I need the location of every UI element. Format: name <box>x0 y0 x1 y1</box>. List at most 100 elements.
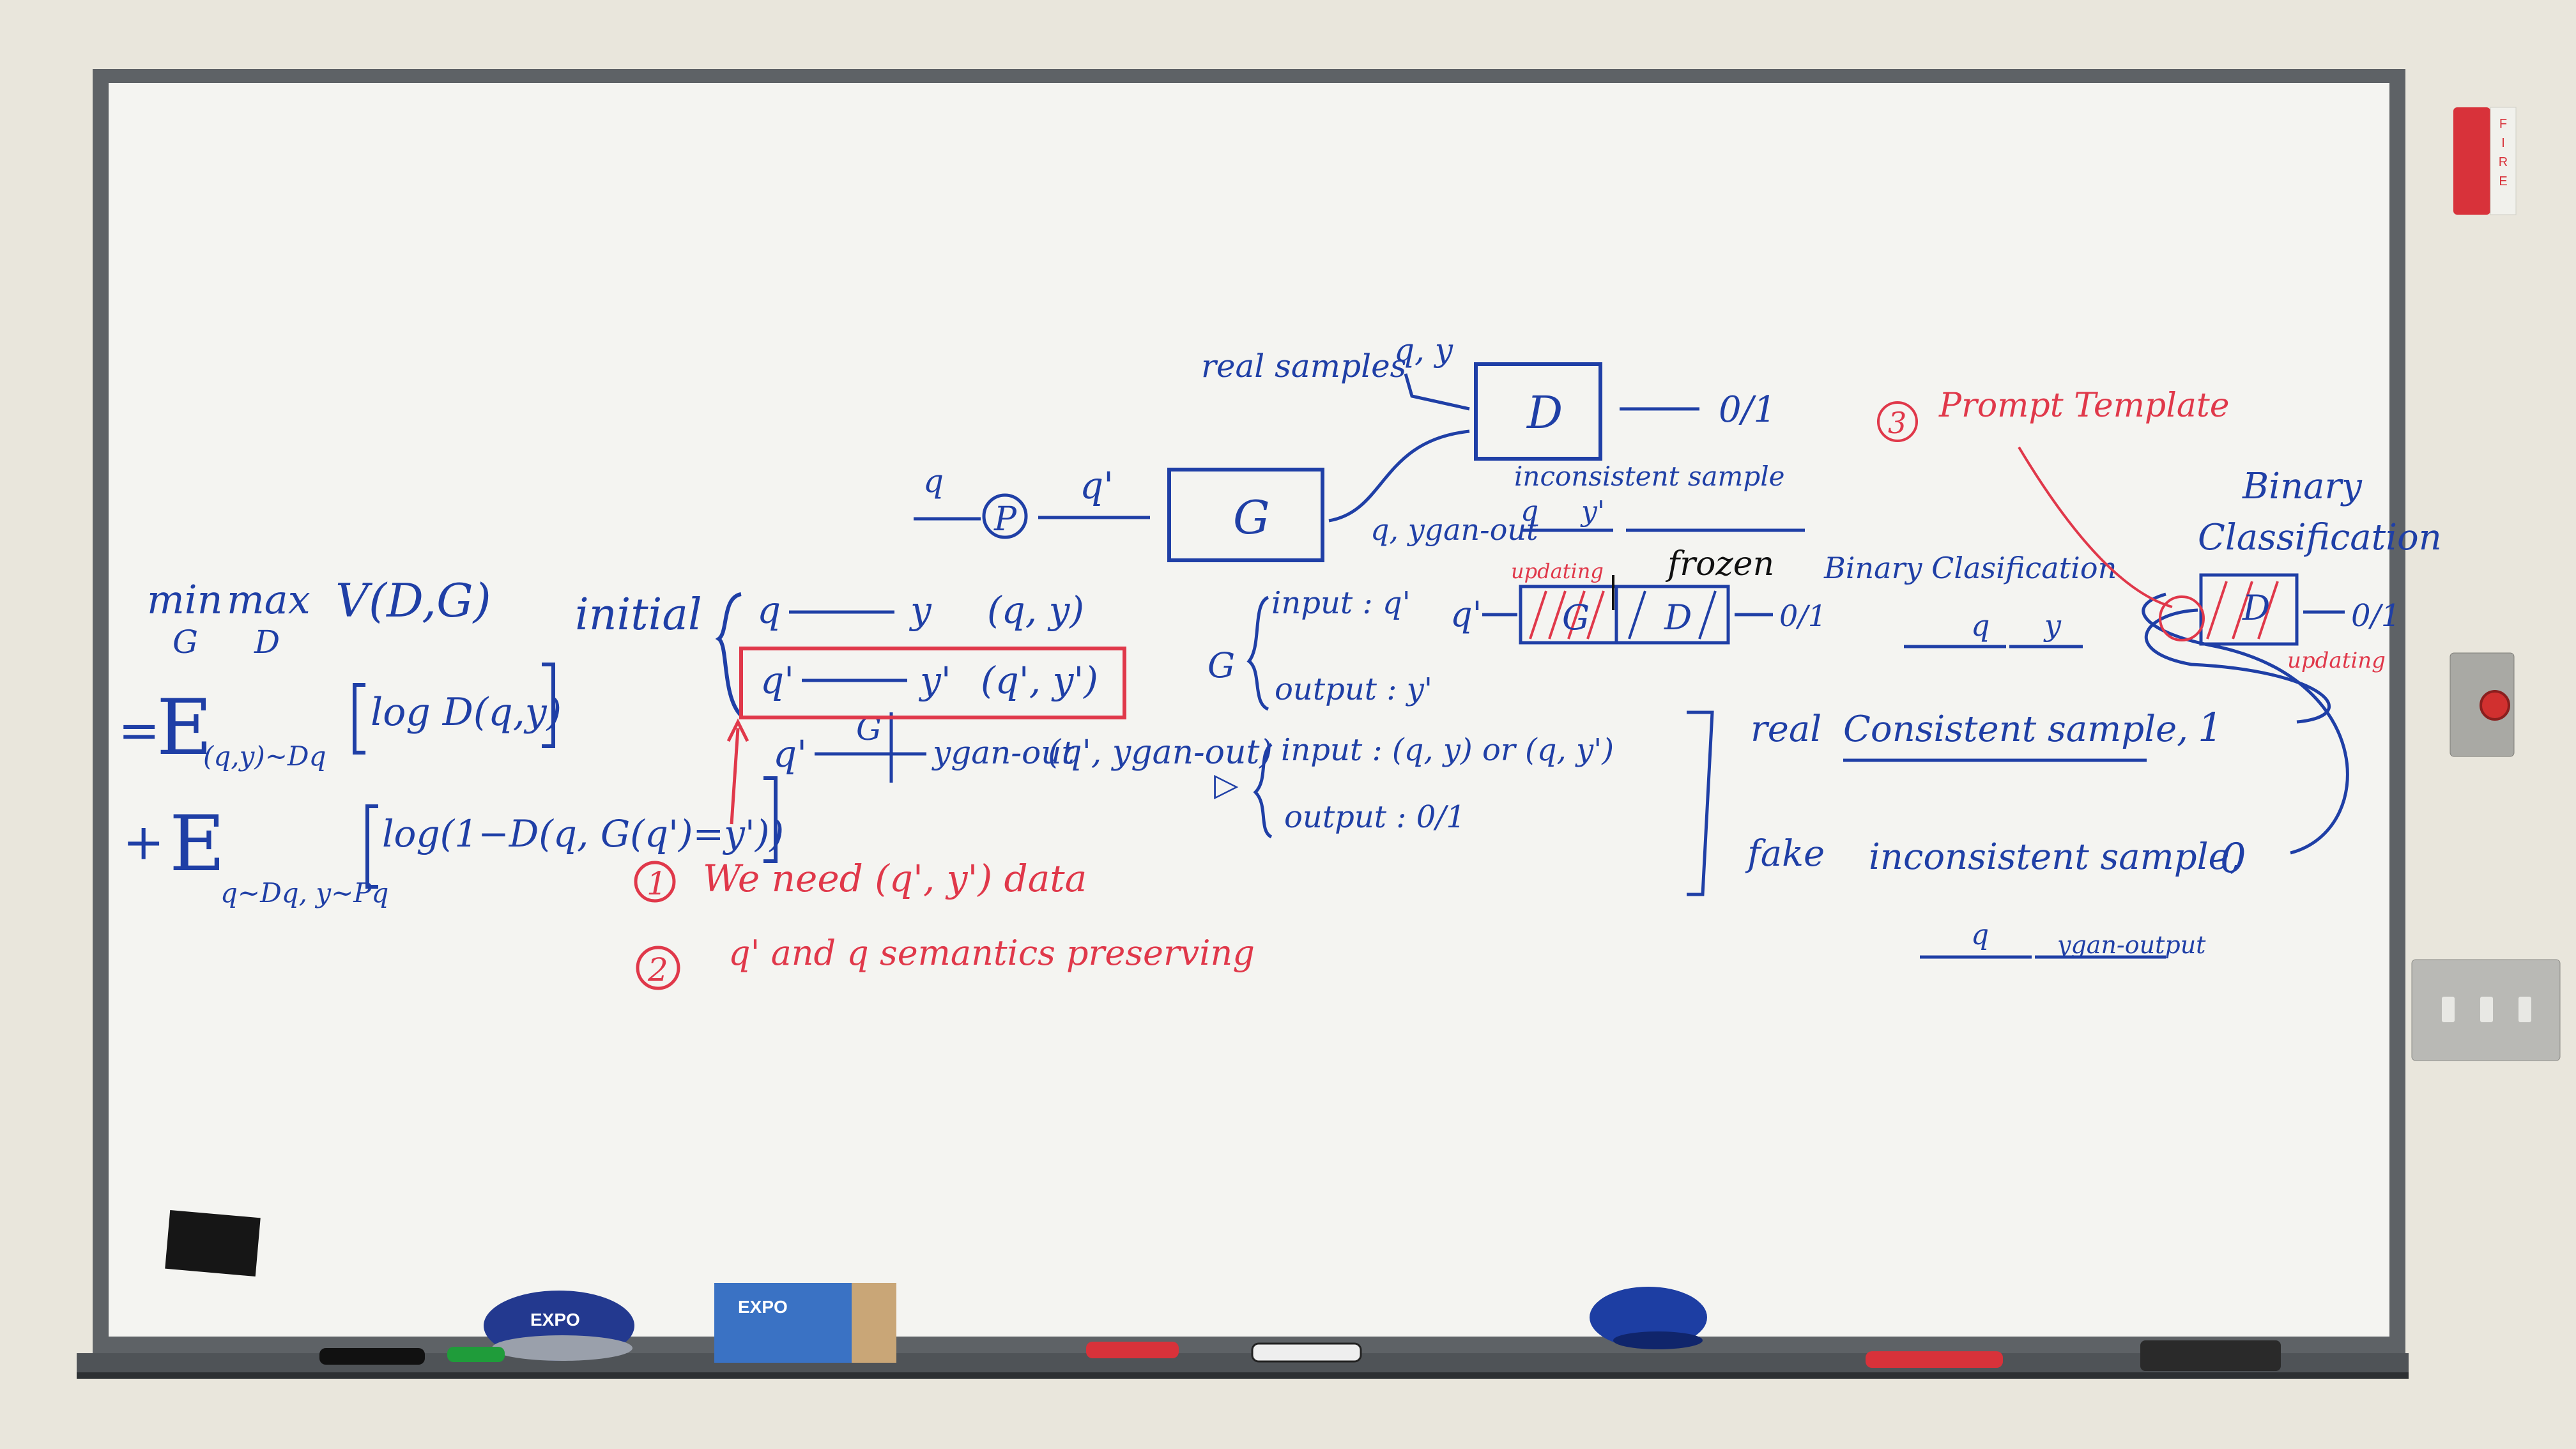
marker-green[interactable] <box>447 1347 505 1362</box>
handwritten-content: min G max D V(D,G) = E (q,y)~Dq log D(q,… <box>118 332 2442 959</box>
inconsistent-y: y' <box>1580 495 1605 528</box>
train-d-box <box>1614 585 1730 645</box>
initial-row2-right: y' <box>918 659 951 702</box>
g-spec-label: G <box>1208 645 1235 686</box>
pipeline-d-box: D <box>1526 387 1563 439</box>
tray-items: EXPO EXPO <box>319 1283 2281 1371</box>
train-input-q: q' <box>1450 594 1482 634</box>
label-fake-text: inconsistent sample, <box>1869 836 2241 878</box>
note2-number: 2 <box>647 951 668 988</box>
right-title-line1: Binary <box>2242 466 2363 507</box>
initial-row1-right: y <box>908 588 932 632</box>
train-under-y: y <box>2043 608 2062 643</box>
expectation2-symbol: E <box>169 800 226 889</box>
label-fake: fake <box>1745 833 1825 875</box>
board-surface <box>109 83 2389 1337</box>
right-out: 0/1 <box>2351 598 2400 634</box>
initial-label: initial <box>575 590 702 640</box>
note1-number: 1 <box>647 865 667 902</box>
train-out: 0/1 <box>1779 599 1827 633</box>
eraser-block[interactable] <box>2140 1340 2281 1371</box>
expectation1-body: log D(q,y) <box>371 690 562 735</box>
note1-text: We need (q', y') data <box>703 857 1087 900</box>
initial-row1-left: q <box>757 588 781 632</box>
pipeline-real-pair: q, y <box>1394 332 1453 369</box>
d-spec-input: input : (q, y) or (q, y') <box>1281 732 1614 768</box>
switch-toggle[interactable] <box>2480 997 2493 1022</box>
marker-tray-lip <box>77 1372 2409 1379</box>
eraser-left[interactable]: EXPO <box>484 1291 634 1361</box>
marker-white[interactable] <box>1251 1342 1362 1363</box>
label-real: real <box>1751 709 1821 750</box>
marker-red[interactable] <box>1086 1342 1179 1358</box>
train-d-label: D <box>1664 597 1692 638</box>
train-g-label: G <box>1562 597 1590 638</box>
marker-black[interactable] <box>319 1348 425 1365</box>
eraser-left-brand: EXPO <box>530 1310 580 1330</box>
pipeline-d-out: 0/1 <box>1719 389 1776 431</box>
marker-box[interactable]: EXPO <box>714 1283 896 1363</box>
train-binary-title: Binary Clasification <box>1823 551 2117 585</box>
max-text: max <box>227 576 310 623</box>
pipeline-g-box: G <box>1233 491 1270 544</box>
svg-text:E: E <box>2499 174 2507 188</box>
svg-text:I: I <box>2501 136 2505 150</box>
initial-row3-right: ygan-out <box>931 734 1075 771</box>
expectation2-prefix: + <box>123 814 164 871</box>
initial-highlight-box <box>739 647 1126 719</box>
pipeline-q-prime: q' <box>1080 464 1114 507</box>
marker-box-brand: EXPO <box>738 1297 788 1317</box>
note3-text: Prompt Template <box>1938 387 2230 425</box>
emergency-button[interactable] <box>2450 652 2515 757</box>
d-spec-arrow: ▷ <box>1214 766 1239 803</box>
expectation1-symbol: E <box>157 684 213 772</box>
right-updating: updating <box>2287 648 2386 673</box>
train-updating: updating <box>1511 559 1604 583</box>
light-switch-plate[interactable] <box>2411 959 2561 1061</box>
right-d-hatch <box>2206 581 2279 640</box>
inconsistent-sample-label: inconsistent sample <box>1514 461 1785 492</box>
value-function: V(D,G) <box>335 574 491 627</box>
initial-row3-left: q' <box>773 732 807 776</box>
initial-row1-pair: (q, y) <box>987 588 1084 632</box>
note2-text: q' and q semantics preserving <box>728 933 1255 973</box>
train-under-q: q <box>1971 608 1989 643</box>
expectation1-subscript: (q,y)~Dq <box>203 740 326 772</box>
red-annotations: 1 We need (q', y') data 2 q' and q seman… <box>634 387 2386 990</box>
frozen-label: frozen <box>1665 545 1774 583</box>
pipeline-real-samples: real samples <box>1201 348 1406 385</box>
svg-text:R: R <box>2499 155 2508 169</box>
switch-toggle[interactable] <box>2442 997 2455 1022</box>
marker-tray <box>77 1353 2409 1375</box>
pipeline-input-q: q <box>923 463 944 500</box>
right-bottom-y: ygan-output <box>2056 931 2206 959</box>
label-real-value: 1 <box>2198 704 2223 751</box>
switch-toggle[interactable] <box>2518 997 2531 1022</box>
note3-number: 3 <box>1888 406 1906 440</box>
pipeline-p-node: P <box>993 500 1017 539</box>
right-d-label: D <box>2242 588 2270 628</box>
marker-red-2[interactable] <box>1866 1351 2003 1368</box>
min-subscript: G <box>172 624 198 661</box>
initial-row3-pair: (q', ygan-out) <box>1048 733 1273 772</box>
d-spec-output: output : 0/1 <box>1284 799 1466 835</box>
label-fake-value: 0 <box>2220 835 2246 882</box>
right-bottom-q: q <box>1971 919 1989 951</box>
train-g-hatch <box>1529 590 1605 640</box>
pipeline-gen-out: q, ygan-out <box>1370 512 1538 547</box>
expectation1-prefix: = <box>118 702 160 760</box>
svg-text:F: F <box>2499 117 2507 131</box>
right-title-line2: Classification <box>2198 517 2442 558</box>
g-spec-input: input : q' <box>1271 585 1411 621</box>
max-subscript: D <box>254 624 280 661</box>
expectation2-subscript: q~Dq, y~Pq <box>220 877 388 908</box>
fire-alarm: F I R E <box>2453 107 2517 215</box>
g-spec-output: output : y' <box>1275 671 1432 707</box>
expectation2-body: log(1−D(q, G(q')=y')) <box>382 812 784 855</box>
initial-row2-left: q' <box>760 659 794 702</box>
min-text: min <box>147 576 223 623</box>
eraser-right[interactable] <box>1590 1287 1707 1349</box>
train-d-hatch <box>1628 590 1717 640</box>
initial-row2-pair: (q', y') <box>981 659 1098 702</box>
